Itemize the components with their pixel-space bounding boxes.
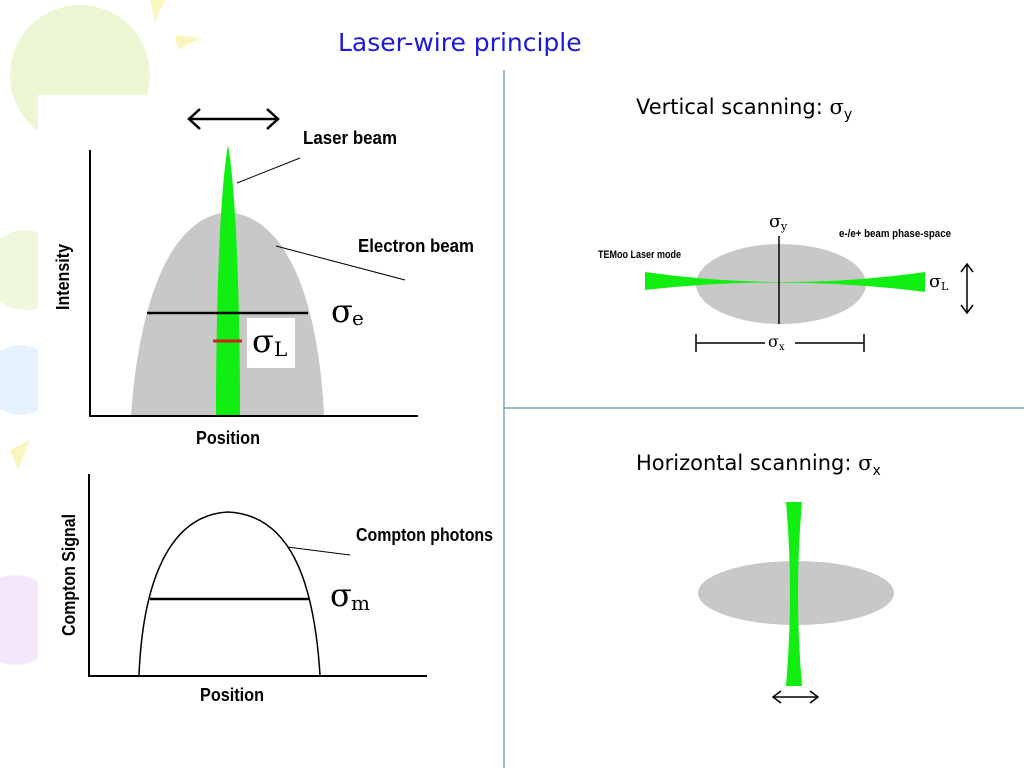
sigma-x-dimension [695,334,865,352]
electron-beam-label: Electron beam [358,236,474,256]
vertical-heading-sigma: σ [829,95,844,119]
laser-leader-line [236,157,301,184]
sigma-m-symbol: σ [330,576,352,614]
electron-leader-line [275,245,406,281]
laser-beam-profile [216,145,240,415]
laser-mode-label: TEMoo Laser mode [598,249,681,261]
slide-title: Laser-wire principle [338,28,582,57]
horizontal-scanning-heading: Horizontal scanning: σx [636,451,881,479]
sigma-l-label-box [247,318,295,368]
intensity-axes [89,150,418,417]
top-x-axis-label: Position [196,428,260,448]
vertical-heading-text: Vertical scanning: [636,95,830,119]
sigma-l-subscript: L [274,337,287,361]
horizontal-heading-text: Horizontal scanning: [636,451,859,475]
sigma-l-small-subscript: L [941,280,949,293]
sigma-m-subscript: m [351,591,370,615]
decor-ray-1 [150,0,165,22]
compton-axes [88,474,427,677]
vertical-scanning-heading: Vertical scanning: σy [636,95,852,123]
laser-beam-label: Laser beam [303,128,397,148]
sigma-y-symbol: σ [769,211,781,232]
phase-space-label: e-/e+ beam phase-space [839,228,951,240]
compton-leader-line [286,546,351,556]
sigma-l-small-symbol: σ [929,271,941,292]
sigma-l-symbol: σ [252,322,274,360]
scan-double-arrow [187,108,280,130]
top-y-axis-label: Intensity [53,244,73,310]
sigma-e-symbol: σ [331,292,353,330]
vertical-heading-subscript: y [843,107,853,124]
horizontal-laser-beam [786,502,802,686]
horizontal-heading-subscript: x [872,463,881,480]
sigma-x-subscript: x [779,342,785,353]
horizontal-scan-arrow [771,690,820,704]
horizontal-heading-sigma: σ [858,451,873,475]
bottom-x-axis-label: Position [200,685,264,705]
bottom-y-axis-label: Compton Signal [59,514,79,636]
vertical-laser-beam [645,272,925,292]
compton-photons-label: Compton photons [356,525,493,545]
sigma-y-subscript: y [780,220,788,233]
decor-ray-2 [175,35,200,50]
vertical-scan-arrow [960,262,974,315]
decor-ray-5 [10,440,30,470]
left-panel [38,95,502,768]
vertical-beam-ellipse [696,244,866,324]
sigma-x-symbol: σ [768,332,779,351]
sigma-e-subscript: e [352,306,364,330]
